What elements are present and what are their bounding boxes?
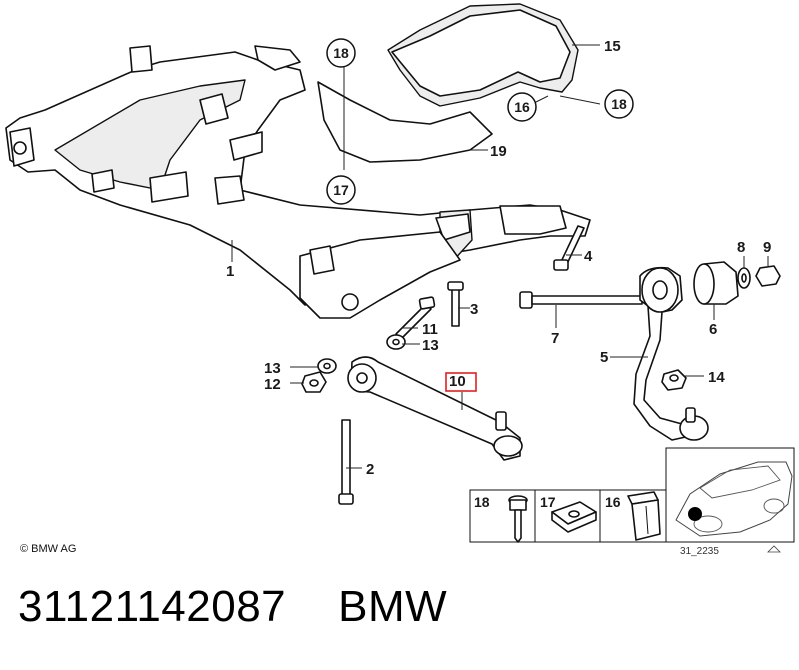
screw-icon	[508, 495, 528, 543]
callout-10: 10	[449, 373, 466, 390]
inset-label-18: 18	[474, 494, 490, 510]
location-marker-icon	[688, 507, 702, 521]
callout-4: 4	[584, 248, 593, 265]
brand-name: BMW	[338, 582, 448, 631]
callout-14: 14	[708, 369, 725, 386]
expanding-nut-icon	[627, 491, 661, 541]
callout-13-right: 13	[422, 337, 439, 354]
circled-callouts: 18 17 16 18	[326, 38, 634, 205]
callout-7: 7	[551, 330, 559, 347]
callout-17: 17	[333, 182, 349, 198]
callout-labels: 1 2 3 4 5 6 7 8 9 10 11 12 13 13 14 15 1…	[226, 38, 771, 478]
callout-18-right: 18	[611, 96, 627, 112]
callout-19: 19	[490, 143, 507, 160]
callout-11: 11	[422, 321, 438, 338]
bolt-part-7	[519, 291, 643, 309]
nut-part-14	[661, 369, 687, 391]
bolt-part-3	[447, 281, 464, 327]
arrow-icon	[767, 545, 781, 553]
doc-number: 31_2235	[680, 546, 719, 557]
callout-1: 1	[226, 263, 234, 280]
callout-9: 9	[763, 239, 771, 256]
callout-12: 12	[264, 376, 281, 393]
hardware-inset: 18 17 16	[469, 489, 667, 543]
shield-part-19	[317, 81, 493, 163]
highlight-box-part-10	[445, 372, 477, 392]
washer-part-8	[737, 267, 751, 289]
callout-13-left: 13	[264, 360, 281, 377]
bolt-part-2	[338, 419, 354, 505]
callout-6: 6	[709, 321, 717, 338]
front-axle-carrier	[5, 45, 591, 319]
washer-part-13	[317, 358, 337, 374]
callout-2: 2	[366, 461, 374, 478]
thrust-arm-part-5	[633, 266, 709, 441]
nut-part-9	[755, 265, 781, 287]
callout-8: 8	[737, 239, 745, 256]
nut-part-12	[301, 371, 327, 393]
copyright-notice: © BMW AG	[20, 543, 76, 555]
clip-nut-icon	[551, 501, 597, 533]
part-number: 31121142087	[18, 582, 287, 631]
bushing-part-6	[693, 261, 739, 305]
callout-15: 15	[604, 38, 621, 55]
part-caption: 31121142087 BMW	[18, 582, 499, 632]
vehicle-location-inset: 31_2235	[665, 447, 795, 557]
inset-label-16: 16	[605, 494, 621, 510]
inset-label-17: 17	[540, 494, 556, 510]
splash-guard-part-15	[387, 3, 579, 107]
bolt-part-4	[553, 225, 585, 271]
callout-18-top: 18	[333, 45, 349, 61]
control-arm-part-10	[347, 356, 523, 461]
bolt-part-11	[386, 296, 436, 350]
callout-16: 16	[514, 99, 530, 115]
callout-5: 5	[600, 349, 608, 366]
callout-3: 3	[470, 301, 478, 318]
